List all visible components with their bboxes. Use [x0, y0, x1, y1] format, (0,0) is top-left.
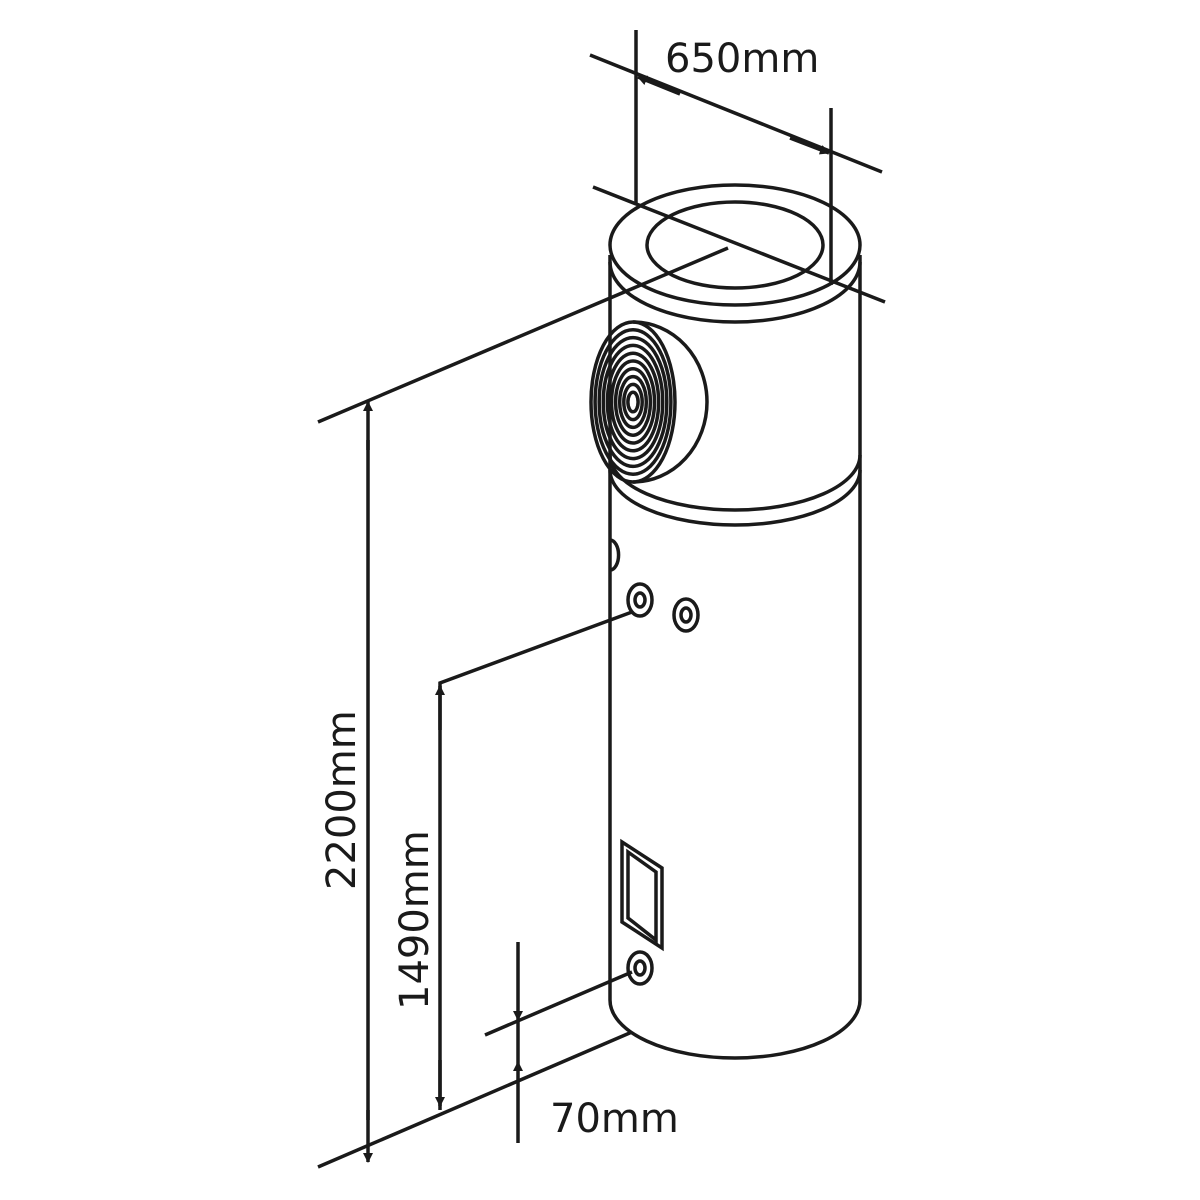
fan-ring — [589, 320, 677, 484]
height-label: 2200mm — [319, 710, 365, 890]
outlet-height-label: 1490mm — [392, 830, 438, 1010]
fan-ring — [613, 367, 653, 437]
fan-ring — [622, 382, 644, 422]
fan-ring — [626, 390, 640, 414]
control-panel — [620, 838, 664, 952]
fan-ring — [609, 359, 657, 445]
heater-body — [608, 183, 862, 1060]
dimension-lines — [317, 30, 886, 1169]
diameter-label: 650mm — [665, 36, 819, 82]
fan-ring — [605, 351, 661, 453]
inlet-height-label: 70mm — [550, 1096, 679, 1142]
fan-icon — [589, 320, 709, 484]
fan-ring — [593, 328, 673, 476]
fan-ring — [617, 374, 649, 430]
pipe-ports — [609, 538, 700, 986]
fan-ring — [597, 335, 669, 469]
fan-ring — [601, 343, 665, 461]
